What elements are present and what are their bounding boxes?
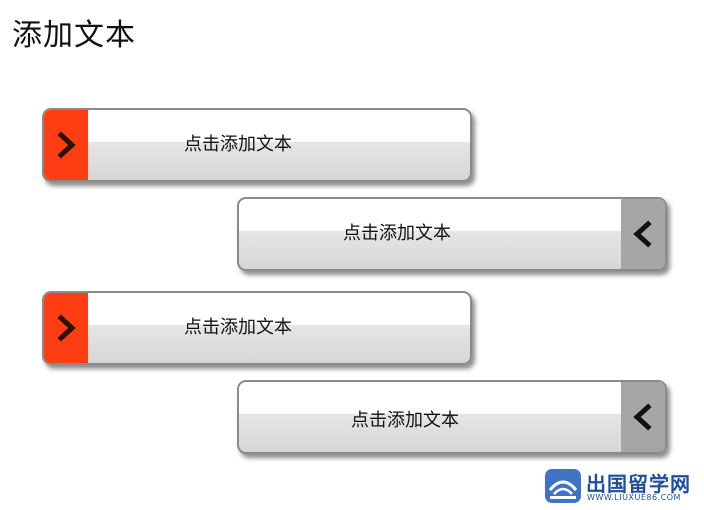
- watermark-url: WWW.LIUXUE86.COM: [587, 493, 681, 502]
- bar-label: 点击添加文本: [351, 410, 459, 431]
- arrow-badge: [621, 382, 665, 452]
- chevron-right-icon: [57, 314, 76, 342]
- watermark-title: 出国留学网: [586, 472, 691, 496]
- arrow-badge: [44, 110, 88, 180]
- text-placeholder-bar-2[interactable]: 点击添加文本: [237, 197, 667, 271]
- bar-label: 点击添加文本: [184, 134, 292, 155]
- chevron-left-icon: [633, 403, 652, 431]
- page-title: 添加文本: [12, 18, 136, 53]
- globe-logo-icon: [545, 469, 581, 503]
- text-placeholder-bar-3[interactable]: 点击添加文本: [42, 291, 472, 365]
- chevron-left-icon: [633, 220, 652, 248]
- arrow-badge: [621, 199, 665, 269]
- arrow-badge: [44, 293, 88, 363]
- bar-label: 点击添加文本: [343, 223, 451, 244]
- text-placeholder-bar-1[interactable]: 点击添加文本: [42, 108, 472, 182]
- bar-label: 点击添加文本: [184, 317, 292, 338]
- watermark: 出国留学网 WWW.LIUXUE86.COM: [544, 468, 704, 506]
- chevron-right-icon: [57, 131, 76, 159]
- text-placeholder-bar-4[interactable]: 点击添加文本: [237, 380, 667, 454]
